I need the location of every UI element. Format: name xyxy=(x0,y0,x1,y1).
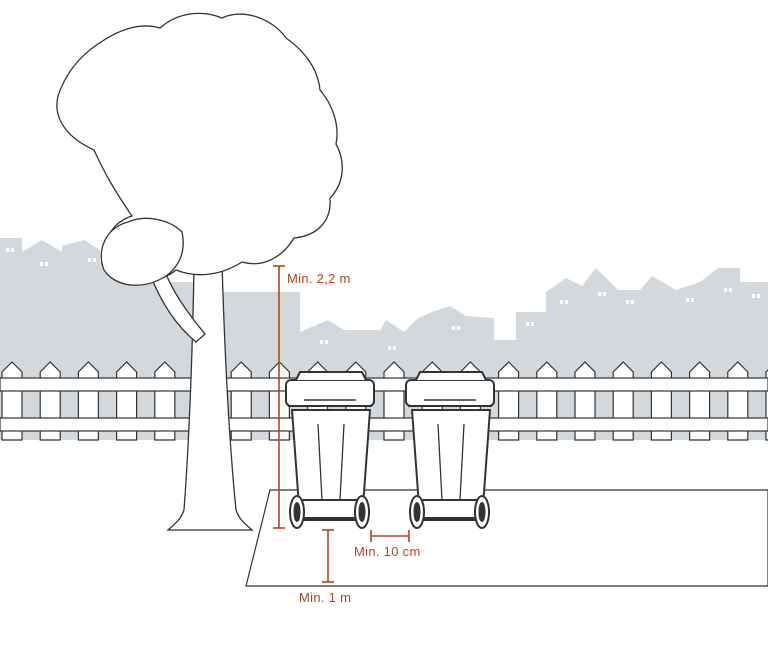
tree-lower-crown xyxy=(100,217,184,286)
tree-crown xyxy=(56,12,343,282)
dimension-height xyxy=(273,265,285,529)
tree xyxy=(56,12,343,531)
dimension-front xyxy=(322,529,334,583)
paved-area xyxy=(245,489,768,587)
waste-bin-right xyxy=(405,371,495,529)
front-clearance-label: Min. 1 m xyxy=(299,590,352,605)
height-label: Min. 2,2 m xyxy=(287,271,351,286)
gap-label: Min. 10 cm xyxy=(354,544,421,559)
tree-branch xyxy=(149,273,206,343)
waste-bin-left xyxy=(285,371,375,529)
dimension-gap xyxy=(370,530,410,542)
tree-trunk xyxy=(166,263,254,531)
skyline-windows xyxy=(6,248,760,350)
